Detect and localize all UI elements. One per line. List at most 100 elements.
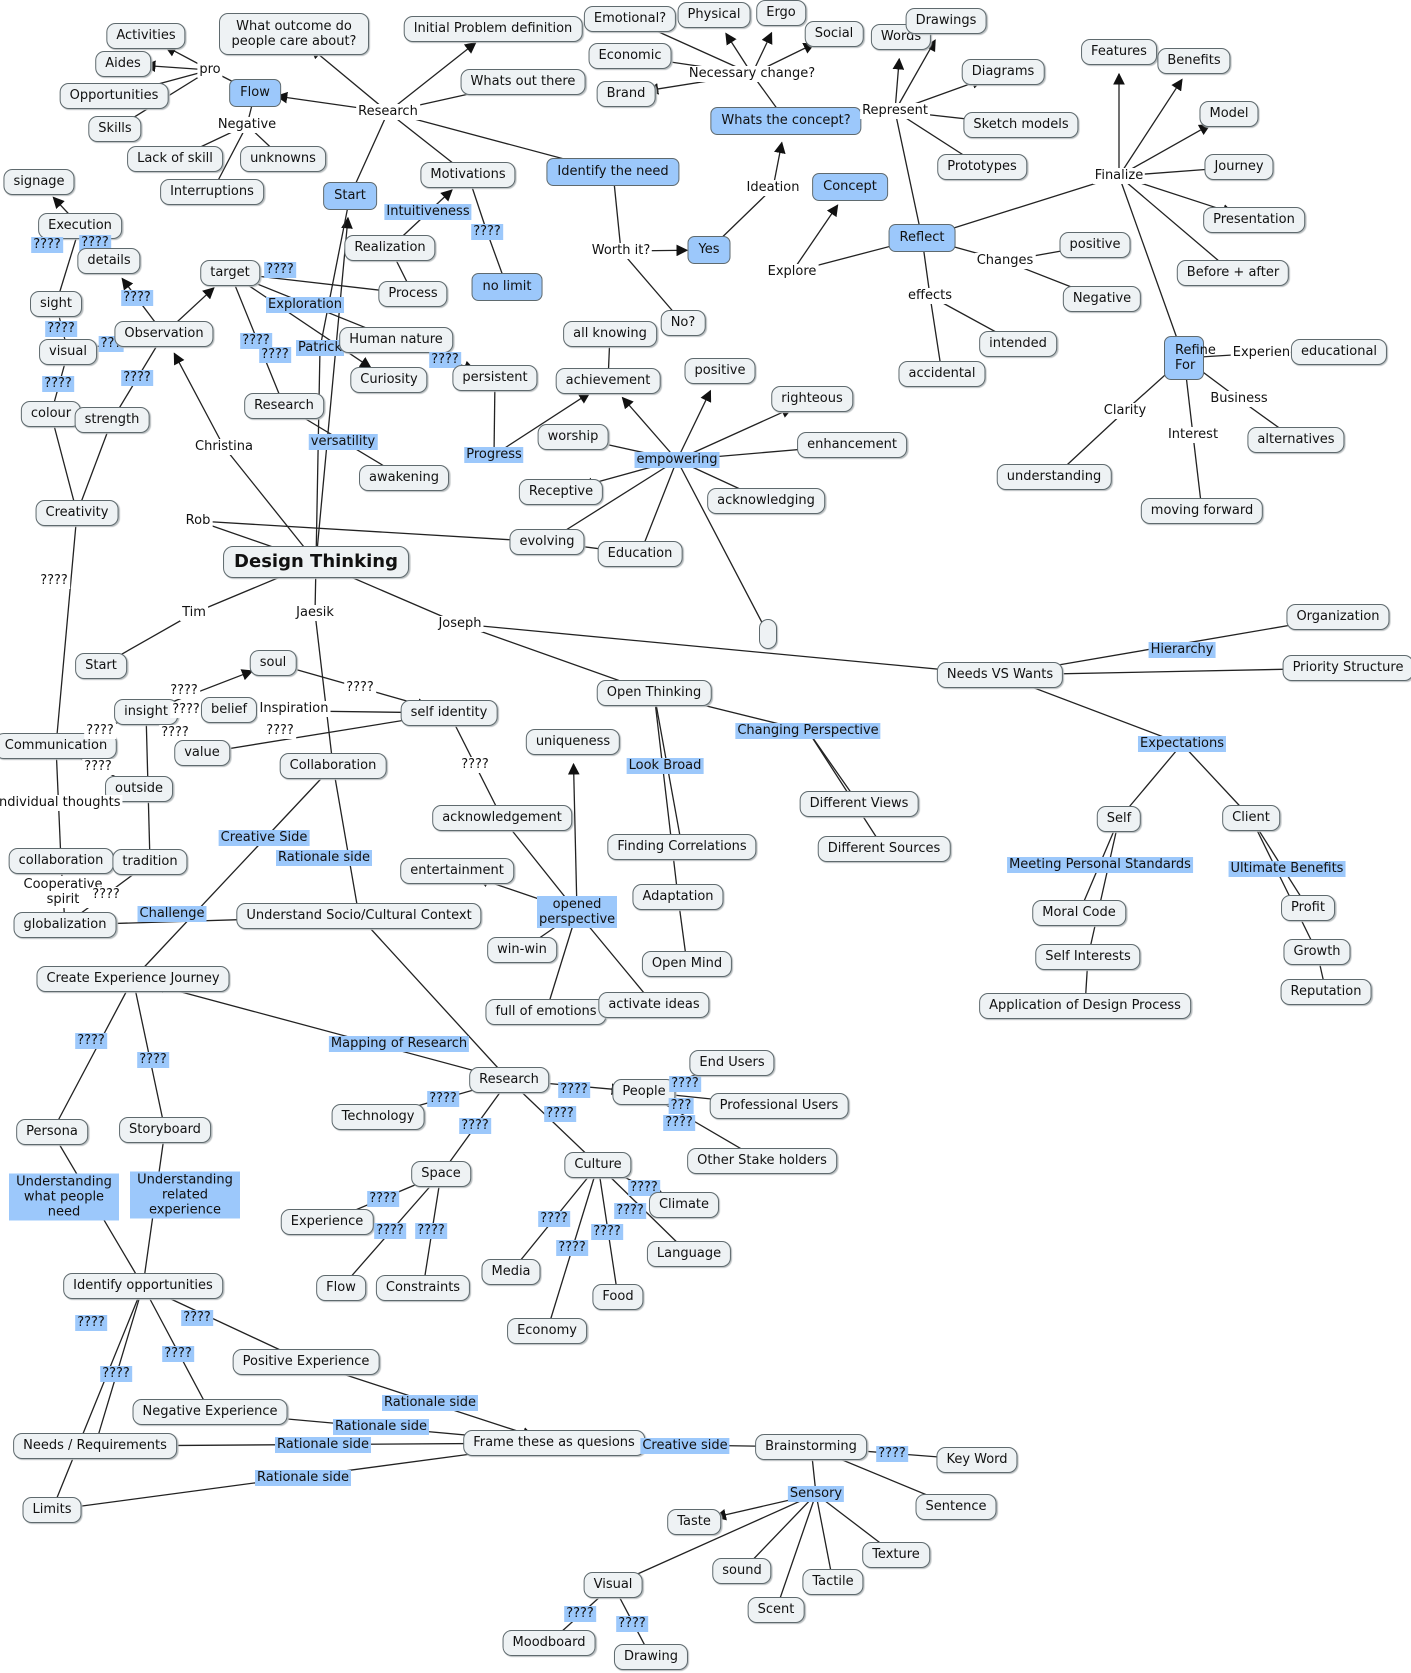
node-activities[interactable]: Activities [106, 23, 186, 49]
node-diagrams[interactable]: Diagrams [961, 59, 1045, 85]
node-acknowledging[interactable]: acknowledging [707, 488, 825, 514]
node-needsreq[interactable]: Needs / Requirements [13, 1433, 177, 1459]
node-outcome[interactable]: What outcome do people care about? [219, 13, 369, 55]
node-prototypes[interactable]: Prototypes [937, 154, 1027, 180]
node-skills[interactable]: Skills [88, 116, 142, 142]
node-adaptation[interactable]: Adaptation [632, 884, 724, 910]
node-persistent[interactable]: persistent [452, 365, 538, 391]
node-self[interactable]: Self [1096, 806, 1142, 832]
node-visual-l[interactable]: visual [39, 339, 97, 365]
node-culture[interactable]: Culture [564, 1152, 632, 1178]
node-client[interactable]: Client [1222, 805, 1280, 831]
node-physical[interactable]: Physical [677, 2, 751, 28]
node-start-tim[interactable]: Start [75, 653, 127, 679]
node-benefits[interactable]: Benefits [1157, 48, 1231, 74]
node-understanding[interactable]: understanding [996, 464, 1112, 490]
node-accidental[interactable]: accidental [898, 361, 986, 387]
node-target[interactable]: target [200, 260, 260, 286]
node-interruptions[interactable]: Interruptions [160, 179, 264, 205]
node-acknowledgement[interactable]: acknowledgement [432, 805, 572, 831]
node-storyboard[interactable]: Storyboard [119, 1117, 211, 1143]
node-growth[interactable]: Growth [1283, 939, 1351, 965]
node-allknowing[interactable]: all knowing [563, 321, 657, 347]
node-constraints[interactable]: Constraints [375, 1275, 471, 1301]
node-alternatives[interactable]: alternatives [1247, 427, 1345, 453]
node-details[interactable]: details [77, 248, 141, 274]
node-execution[interactable]: Execution [38, 213, 122, 239]
node-emotional[interactable]: Emotional? [583, 6, 677, 32]
node-soul[interactable]: soul [249, 650, 297, 676]
node-persona[interactable]: Persona [16, 1119, 88, 1145]
node-understandsoc[interactable]: Understand Socio/Cultural Context [236, 903, 482, 929]
node-educational[interactable]: educational [1290, 339, 1388, 365]
node-righteous[interactable]: righteous [771, 386, 853, 412]
node-whatsout[interactable]: Whats out there [460, 69, 586, 95]
node-technology[interactable]: Technology [331, 1104, 425, 1130]
node-collaboration-l[interactable]: collaboration [8, 848, 114, 874]
node-scent[interactable]: Scent [747, 1597, 805, 1623]
node-profit[interactable]: Profit [1281, 895, 1335, 921]
node-concept[interactable]: Concept [812, 173, 888, 201]
node-belief[interactable]: belief [200, 697, 258, 723]
node-yes[interactable]: Yes [687, 236, 731, 264]
node-aides[interactable]: Aides [95, 51, 151, 77]
node-entertainment[interactable]: entertainment [400, 858, 514, 884]
node-colour[interactable]: colour [20, 401, 82, 427]
node-start-top[interactable]: Start [323, 182, 377, 210]
node-media[interactable]: Media [481, 1259, 541, 1285]
node-priority[interactable]: Priority Structure [1282, 655, 1411, 681]
node-positive-e[interactable]: positive [684, 358, 756, 384]
node-texture[interactable]: Texture [862, 1542, 930, 1568]
node-research-b[interactable]: Research [469, 1067, 549, 1093]
node-activate[interactable]: activate ideas [598, 992, 710, 1018]
node-tradition[interactable]: tradition [112, 849, 188, 875]
node-no[interactable]: No? [660, 310, 706, 336]
node-unknowns[interactable]: unknowns [240, 146, 326, 172]
node-reputation[interactable]: Reputation [1280, 979, 1372, 1005]
node-sight[interactable]: sight [30, 291, 82, 317]
node-climate[interactable]: Climate [648, 1192, 720, 1218]
node-profusers[interactable]: Professional Users [709, 1093, 849, 1119]
node-design[interactable]: Design Thinking [223, 546, 409, 578]
node-food[interactable]: Food [592, 1284, 644, 1310]
node-organization[interactable]: Organization [1286, 604, 1390, 630]
node-intended[interactable]: intended [979, 331, 1057, 357]
node-research-mid[interactable]: Research [244, 393, 324, 419]
node-createexp[interactable]: Create Experience Journey [36, 966, 230, 992]
node-realization[interactable]: Realization [344, 235, 436, 261]
node-negativeexp[interactable]: Negative Experience [132, 1399, 288, 1425]
node-flow-b[interactable]: Flow [316, 1275, 366, 1301]
node-moralcode[interactable]: Moral Code [1032, 900, 1126, 926]
node-movingfwd[interactable]: moving forward [1140, 498, 1264, 524]
node-signage[interactable]: signage [3, 169, 75, 195]
node-evolving[interactable]: evolving [509, 529, 585, 555]
node-curiosity[interactable]: Curiosity [350, 367, 428, 393]
node-positive-r[interactable]: positive [1059, 232, 1131, 258]
node-openmind[interactable]: Open Mind [641, 951, 733, 977]
node-education[interactable]: Education [597, 541, 683, 567]
node-brainstorming[interactable]: Brainstorming [755, 1434, 867, 1460]
node-refine[interactable]: Refine For [1164, 336, 1216, 380]
node-achievement[interactable]: achievement [555, 368, 661, 394]
node-openthinking[interactable]: Open Thinking [596, 680, 712, 706]
node-identify[interactable]: Identify the need [546, 158, 680, 186]
node-model[interactable]: Model [1199, 101, 1259, 127]
node-drawings[interactable]: Drawings [905, 8, 987, 34]
node-sentence[interactable]: Sentence [915, 1494, 997, 1520]
node-frame[interactable]: Frame these as quesions [463, 1430, 645, 1456]
node-uniqueness[interactable]: uniqueness [525, 729, 621, 755]
node-motivations[interactable]: Motivations [420, 162, 516, 188]
node-language[interactable]: Language [646, 1241, 732, 1267]
node-features[interactable]: Features [1081, 39, 1157, 65]
node-collaboration-c[interactable]: Collaboration [279, 753, 387, 779]
node-globalization[interactable]: globalization [13, 912, 117, 938]
node-observation[interactable]: Observation [114, 321, 214, 347]
node-initial[interactable]: Initial Problem definition [403, 16, 583, 42]
node-tactile[interactable]: Tactile [802, 1569, 864, 1595]
node-presentation[interactable]: Presentation [1203, 207, 1305, 233]
node-experience-b[interactable]: Experience [280, 1209, 374, 1235]
node-ergo[interactable]: Ergo [756, 0, 806, 26]
node-reflect[interactable]: Reflect [888, 224, 956, 252]
node-otherstake[interactable]: Other Stake holders [687, 1148, 837, 1174]
node-moodboard[interactable]: Moodboard [502, 1630, 596, 1656]
